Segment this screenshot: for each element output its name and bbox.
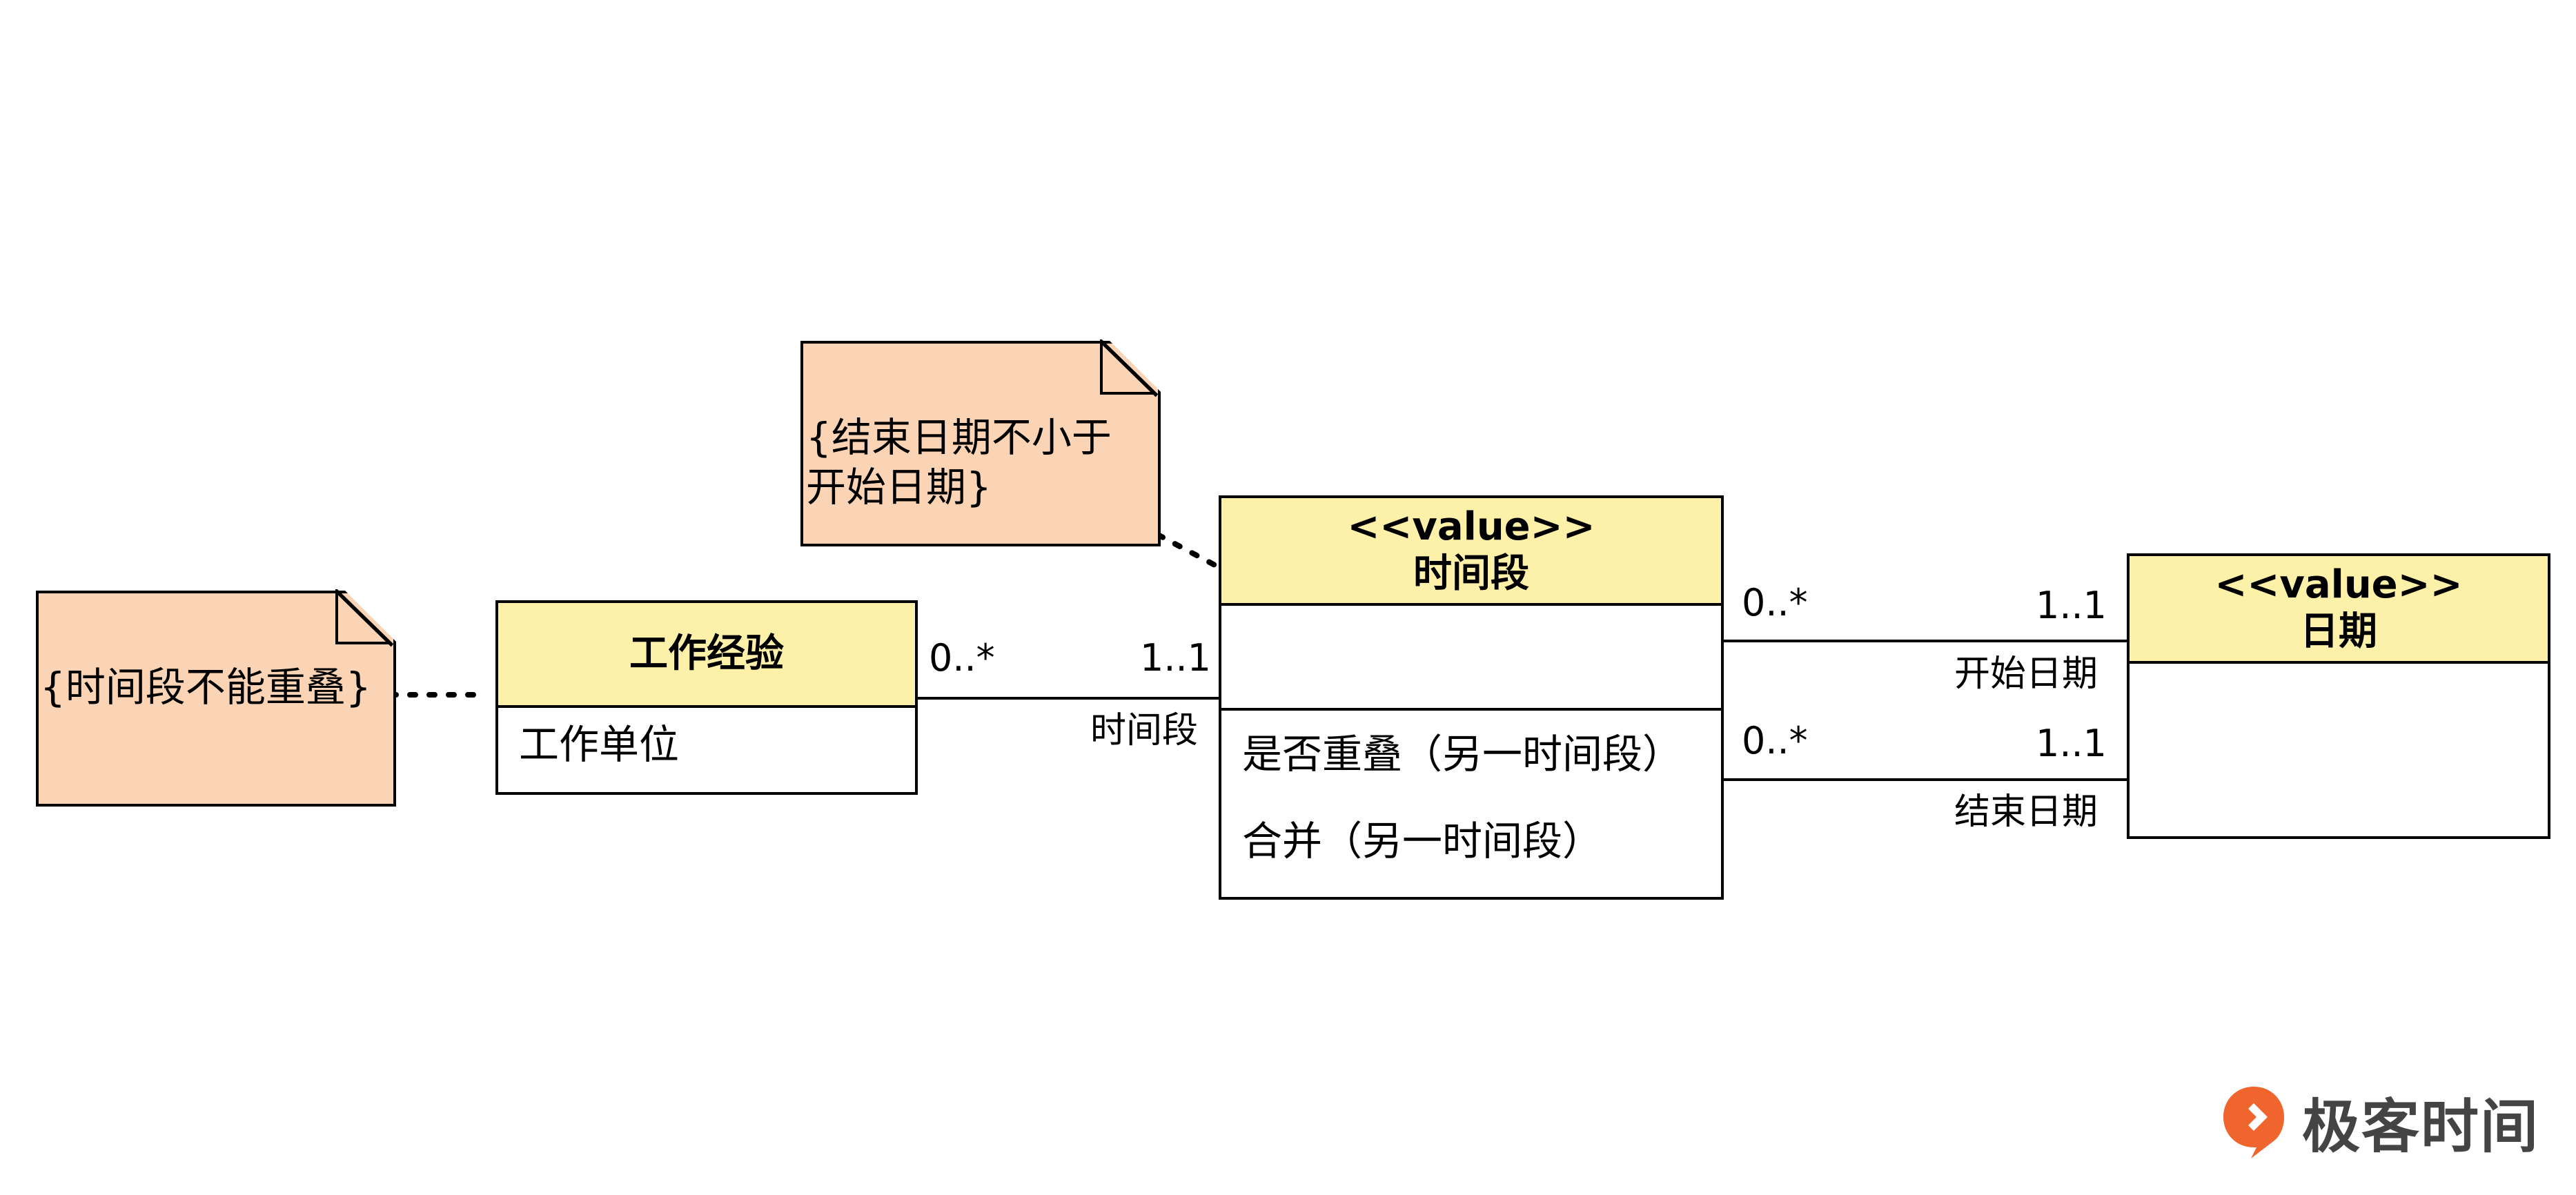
class-date-stereotype: <<value>> xyxy=(2214,562,2463,607)
note-fold-icon xyxy=(334,589,393,647)
class-work-experience-title: 工作经验 xyxy=(629,631,784,676)
multiplicity-start-target: 1..1 xyxy=(2036,584,2107,627)
brand-logo-text: 极客时间 xyxy=(2302,1093,2540,1161)
multiplicity-end-source: 0..* xyxy=(1742,719,1808,762)
class-time-period: <<value>> 时间段 是否重叠（另一时间段） 合并（另一时间段） xyxy=(1219,495,1724,900)
note-anchor-end-date xyxy=(1155,532,1221,570)
class-time-period-attributes xyxy=(1221,606,1721,711)
class-time-period-stereotype: <<value>> xyxy=(1347,504,1595,549)
class-date: <<value>> 日期 xyxy=(2127,553,2550,839)
class-time-period-title: 时间段 xyxy=(1413,551,1529,596)
class-time-period-header: <<value>> 时间段 xyxy=(1221,498,1721,606)
multiplicity-start-source: 0..* xyxy=(1742,581,1808,624)
multiplicity-work-target: 1..1 xyxy=(1140,636,1212,680)
note-no-overlap-text: {时间段不能重叠} xyxy=(40,664,371,711)
operation-merge: 合并（另一时间段） xyxy=(1242,818,1603,865)
role-start-date: 开始日期 xyxy=(1954,653,2098,695)
class-date-title: 日期 xyxy=(2300,609,2377,654)
attribute-work-unit: 工作单位 xyxy=(519,721,680,768)
multiplicity-end-target: 1..1 xyxy=(2036,722,2107,765)
class-work-experience-header: 工作经验 xyxy=(498,603,915,708)
note-end-date-rule-text: {结束日期不小于 开始日期} xyxy=(806,414,1112,511)
multiplicity-work-source: 0..* xyxy=(929,636,995,680)
role-end-date: 结束日期 xyxy=(1954,791,2098,833)
note-fold-icon xyxy=(1099,339,1158,397)
role-time-period: 时间段 xyxy=(1090,710,1199,751)
class-work-experience: 工作经验 工作单位 xyxy=(495,600,918,795)
class-date-header: <<value>> 日期 xyxy=(2130,556,2548,664)
brand-logo: 极客时间 xyxy=(2219,1080,2539,1164)
operation-is-overlapping: 是否重叠（另一时间段） xyxy=(1242,731,1683,778)
brand-logo-icon xyxy=(2223,1086,2284,1158)
